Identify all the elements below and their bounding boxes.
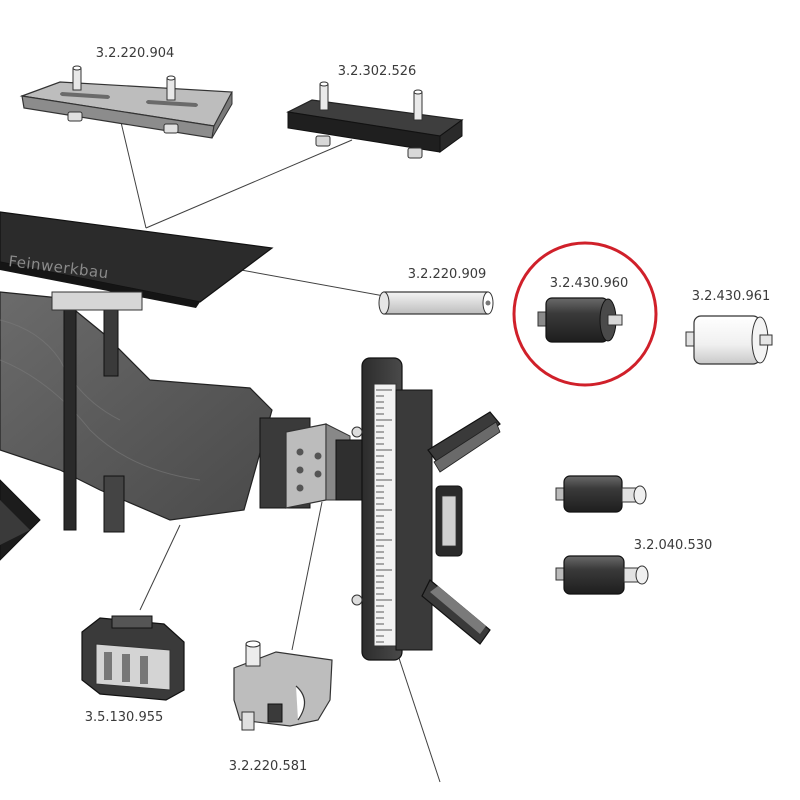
label-roller-white: 3.2.430.961 <box>692 289 771 304</box>
label-pin: 3.2.220.909 <box>408 267 487 282</box>
rail-scale <box>376 389 392 649</box>
top-plate-light-part[interactable] <box>19 65 233 139</box>
top-plate-dark-part[interactable] <box>286 81 464 159</box>
bracket-part[interactable] <box>233 640 333 731</box>
roller-dark-part[interactable] <box>537 297 623 343</box>
part-labels: 3.2.220.904 3.2.302.526 3.2.220.909 3.2.… <box>85 46 771 774</box>
butt-hook-assembly <box>421 411 501 645</box>
vertical-rail <box>351 357 433 661</box>
label-top-plate-dark: 3.2.302.526 <box>338 64 417 79</box>
highlight-ring <box>512 241 658 387</box>
adjuster-block <box>285 423 367 509</box>
small-roller-upper-part[interactable] <box>555 475 647 513</box>
leader-lines <box>119 117 441 783</box>
label-small-rollers: 3.2.040.530 <box>634 538 713 553</box>
label-clamp-block: 3.5.130.955 <box>85 710 164 725</box>
stock-body <box>0 291 311 561</box>
pin-part[interactable] <box>378 291 494 315</box>
small-roller-lower-part[interactable] <box>555 555 649 595</box>
label-top-plate-light: 3.2.220.904 <box>96 46 175 61</box>
roller-white-part[interactable] <box>685 315 773 365</box>
clamp-block-part[interactable] <box>81 615 185 701</box>
label-roller-dark: 3.2.430.960 <box>550 276 629 291</box>
label-bracket: 3.2.220.581 <box>229 759 308 774</box>
